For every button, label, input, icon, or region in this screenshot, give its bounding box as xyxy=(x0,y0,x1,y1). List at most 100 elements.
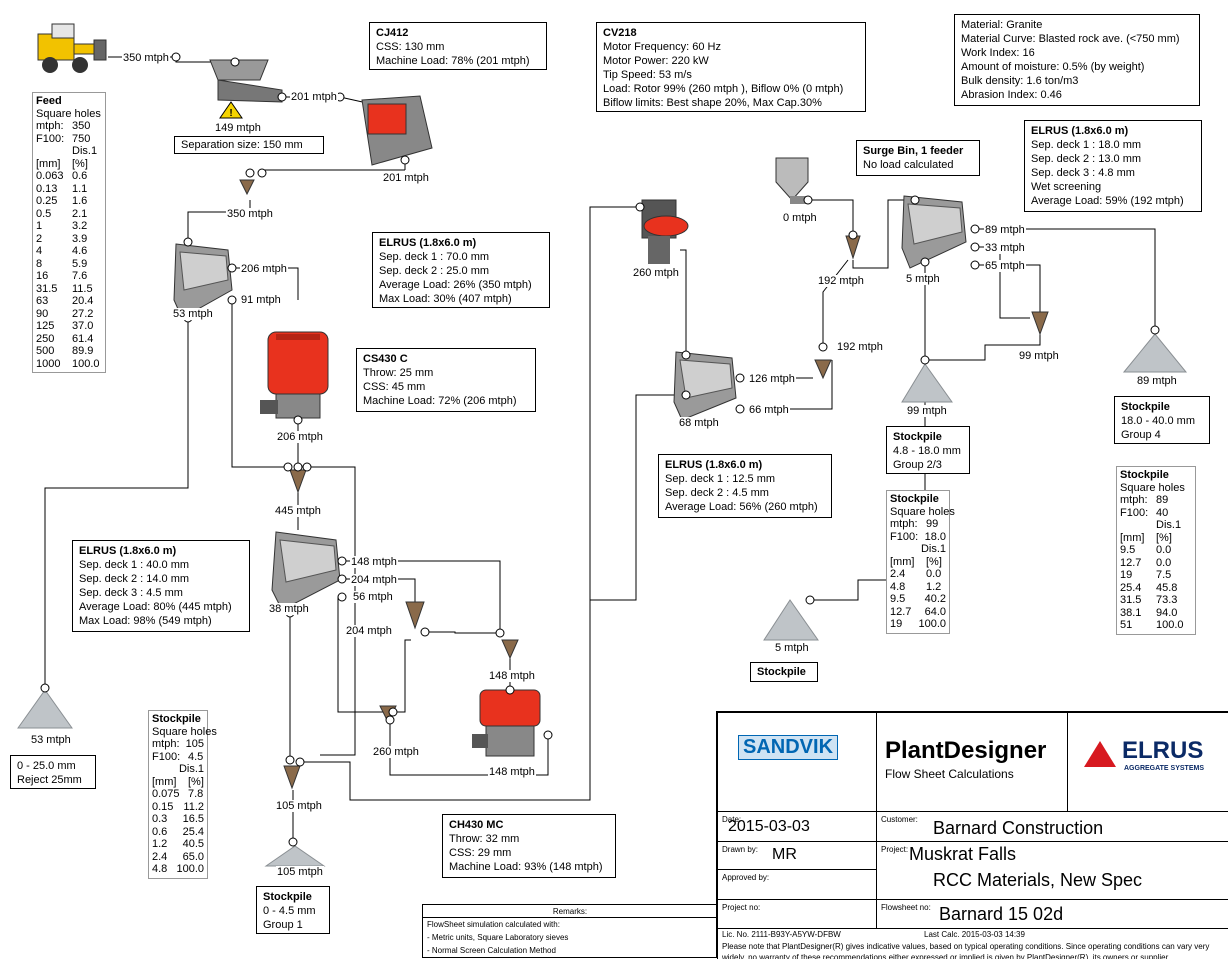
surge-bin-info-box: Surge Bin, 1 feeder No load calculated xyxy=(856,140,980,176)
cv218-title: CV218 xyxy=(603,26,859,40)
cj412-info-box: CJ412 CSS: 130 mm Machine Load: 78% (201… xyxy=(369,22,547,70)
flow-label: 99 mtph xyxy=(906,405,948,417)
percent-cell: 73.3 xyxy=(1156,594,1177,607)
ch430-line: CSS: 29 mm xyxy=(449,846,609,860)
size-cell: 4.8 xyxy=(152,863,176,876)
elrus4-title: ELRUS (1.8x6.0 m) xyxy=(1031,124,1195,138)
flow-label: 206 mtph xyxy=(276,431,324,443)
dis-label: Dis.1 xyxy=(1156,519,1181,532)
stockpile-group4-box: Stockpile 18.0 - 40.0 mm Group 4 xyxy=(1114,396,1210,444)
cv218-line: Load: Rotor 99% (260 mtph ), Biflow 0% (… xyxy=(603,82,859,96)
mtph-label: mtph: xyxy=(36,120,72,133)
size-cell: 90 xyxy=(36,308,72,321)
screen-3-icon xyxy=(674,352,736,420)
drawn-value: MR xyxy=(772,846,797,864)
table-row: 12.70.0 xyxy=(1120,557,1192,570)
table-title: Stockpile xyxy=(1120,469,1192,482)
table-row: F100:4.5 xyxy=(152,751,204,764)
size-cell: 16 xyxy=(36,270,72,283)
size-cell: 4 xyxy=(36,245,72,258)
elrus4-line: Sep. deck 2 : 13.0 mm xyxy=(1031,152,1195,166)
size-cell: 12.7 xyxy=(1120,557,1156,570)
cs430-line: Machine Load: 72% (206 mtph) xyxy=(363,394,529,408)
elrus2-line: Sep. deck 2 : 14.0 mm xyxy=(79,572,243,586)
sandvik-logo-cell: SANDVIK xyxy=(717,712,877,812)
elrus3-line: Average Load: 56% (260 mtph) xyxy=(665,500,825,514)
table-row: mtph:105 xyxy=(152,738,204,751)
stockpile-105-icon xyxy=(266,846,324,866)
percent-cell: 64.0 xyxy=(925,606,946,619)
blank xyxy=(36,145,72,158)
flow-label: 204 mtph xyxy=(345,625,393,637)
cv218-info-box: CV218 Motor Frequency: 60 Hz Motor Power… xyxy=(596,22,866,112)
size-cell: 0.5 xyxy=(36,208,72,221)
mtph-value: 89 xyxy=(1156,494,1168,507)
percent-header: [%] xyxy=(1156,532,1172,545)
stockpile-99-gradation-table: StockpileSquare holesmtph:99F100:18.0Dis… xyxy=(886,490,950,634)
table-row: [mm][%] xyxy=(152,776,204,789)
flowsheet-no-cell: Flowsheet no: Barnard 15 02d xyxy=(876,899,1228,929)
project-line2: RCC Materials, New Spec xyxy=(933,870,1142,891)
stockpile-title: Stockpile xyxy=(893,430,963,444)
size-cell: 51 xyxy=(1120,619,1156,632)
elrus1-line: Sep. deck 2 : 25.0 mm xyxy=(379,264,543,278)
elrus2-line: Average Load: 80% (445 mtph) xyxy=(79,600,243,614)
cone-crusher-cs430-icon xyxy=(260,332,328,418)
elrus1-info-box: ELRUS (1.8x6.0 m) Sep. deck 1 : 70.0 mm … xyxy=(372,232,550,308)
table-row: 25061.4 xyxy=(36,333,102,346)
material-line: Work Index: 16 xyxy=(961,46,1193,60)
size-cell: 1 xyxy=(36,220,72,233)
project-line1: Muskrat Falls xyxy=(909,844,1016,865)
screen-2-icon xyxy=(272,532,340,610)
stockpile-title: Stockpile xyxy=(263,890,323,904)
percent-cell: 100.0 xyxy=(918,618,946,631)
flow-label: 350 mtph xyxy=(122,52,170,64)
remarks-line: - Normal Screen Calculation Method xyxy=(427,946,556,955)
remarks-line: - Metric units, Square Laboratory sieves xyxy=(427,933,568,942)
table-row: 2.465.0 xyxy=(152,851,204,864)
approved-by-cell: Approved by: xyxy=(717,869,877,900)
table-title: Stockpile xyxy=(890,493,946,506)
percent-cell: 11.2 xyxy=(183,801,204,814)
flow-label: 206 mtph xyxy=(240,263,288,275)
size-cell: 19 xyxy=(1120,569,1156,582)
elrus1-title: ELRUS (1.8x6.0 m) xyxy=(379,236,543,250)
stockpile-range: 0 - 25.0 mm xyxy=(17,759,89,773)
percent-cell: 5.9 xyxy=(72,258,87,271)
size-cell: 0.6 xyxy=(152,826,183,839)
wheel-loader-icon xyxy=(38,24,106,73)
percent-cell: 4.6 xyxy=(72,245,87,258)
size-cell: 31.5 xyxy=(1120,594,1156,607)
remarks-box: Remarks: FlowSheet simulation calculated… xyxy=(422,904,716,958)
table-row: 25.445.8 xyxy=(1120,582,1192,595)
stockpile-range: 0 - 4.5 mm xyxy=(263,904,323,918)
cv218-line: Motor Frequency: 60 Hz xyxy=(603,40,859,54)
elrus2-line: Sep. deck 1 : 40.0 mm xyxy=(79,558,243,572)
size-header: [mm] xyxy=(36,158,72,171)
f100-value: 750 xyxy=(72,133,90,146)
disclaimer-note: Please note that PlantDesigner(R) gives … xyxy=(722,941,1222,959)
ch430-line: Throw: 32 mm xyxy=(449,832,609,846)
percent-cell: 45.8 xyxy=(1156,582,1177,595)
elrus3-line: Sep. deck 2 : 4.5 mm xyxy=(665,486,825,500)
size-cell: 0.25 xyxy=(36,195,72,208)
percent-cell: 40.2 xyxy=(925,593,946,606)
flow-label: 126 mtph xyxy=(748,373,796,385)
flow-label: 192 mtph xyxy=(817,275,865,287)
cv218-line: Motor Power: 220 kW xyxy=(603,54,859,68)
drawn-caption: Drawn by: xyxy=(722,845,758,854)
table-title: Feed xyxy=(36,95,102,108)
stockpile-group: Group 1 xyxy=(263,918,323,932)
table-row: Dis.1 xyxy=(890,543,946,556)
table-row: 0.131.1 xyxy=(36,183,102,196)
f100-value: 18.0 xyxy=(925,531,946,544)
f100-label: F100: xyxy=(1120,507,1156,520)
